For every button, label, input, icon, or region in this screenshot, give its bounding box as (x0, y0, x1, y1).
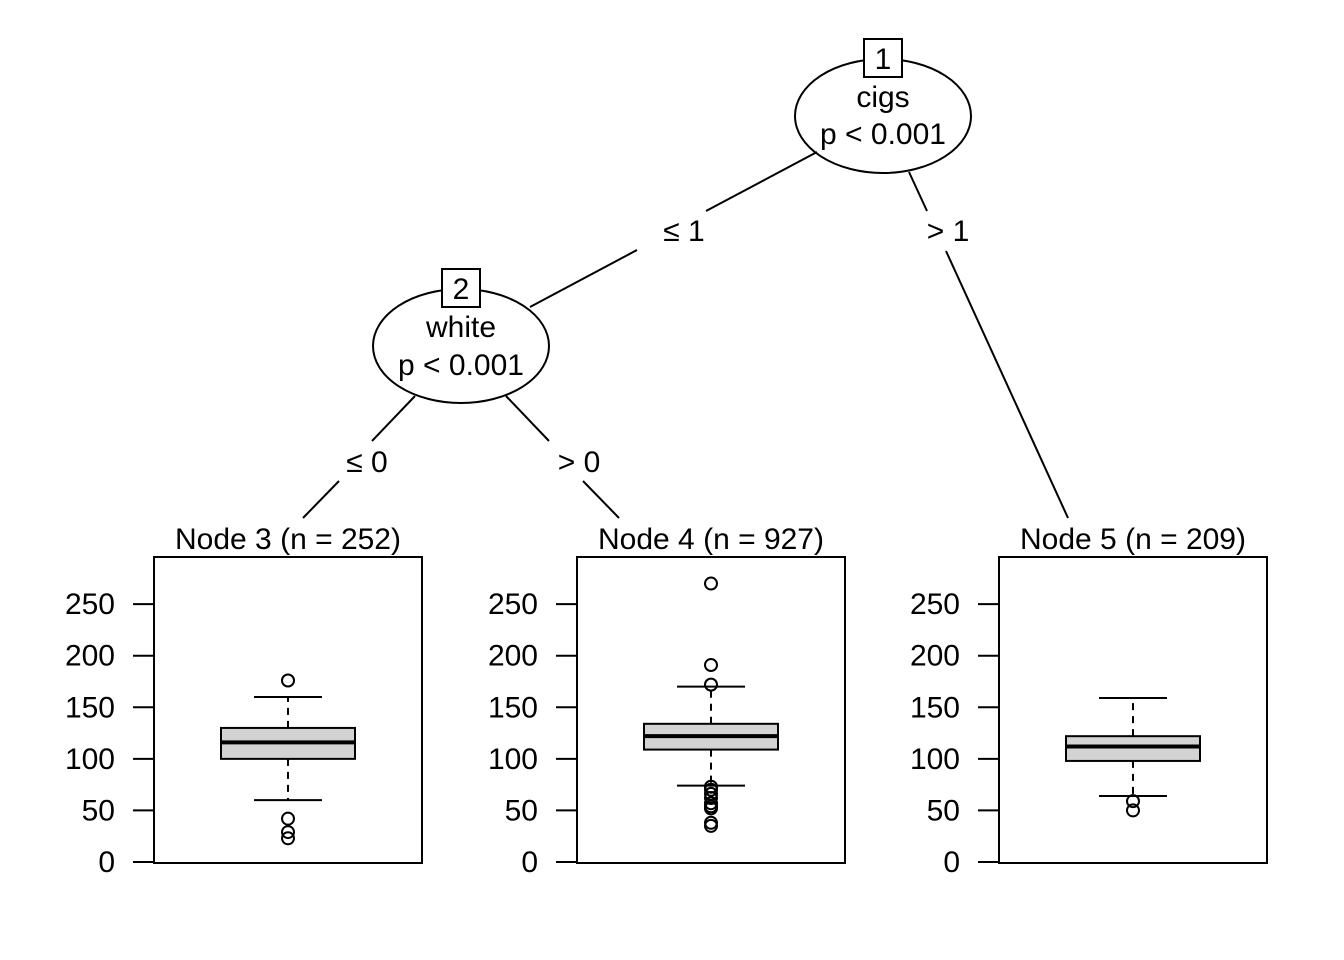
outlier-point (704, 801, 718, 816)
y-tick-label: 250 (910, 588, 960, 621)
panel-title: Node 4 (n = 927) (598, 523, 824, 556)
outlier-point (1126, 794, 1140, 809)
y-tick-label: 100 (910, 743, 960, 776)
panel-frame (998, 556, 1268, 864)
y-tick-label: 100 (488, 743, 538, 776)
outlier-point (704, 576, 718, 591)
edge-line-2-4a (505, 395, 550, 442)
outlier-point (704, 791, 718, 806)
y-tick-label: 0 (98, 846, 115, 879)
y-tick-label: 150 (488, 691, 538, 724)
inner-node-1: cigs p < 0.001 1 (794, 38, 972, 174)
node-p-value: p < 0.001 (820, 118, 946, 151)
edge-label-2-4: > 0 (558, 446, 601, 479)
y-tick-label: 50 (927, 794, 960, 827)
tree-edges (302, 151, 1069, 519)
node-p-value: p < 0.001 (398, 349, 524, 382)
terminal-node-4: Node 4 (n = 927) 0 50 100 150 200 250 (488, 523, 846, 879)
inner-node-2: white p < 0.001 2 (372, 268, 550, 404)
edge-line-2-4b (582, 480, 620, 519)
outlier-point (704, 677, 718, 692)
edge-line-1-5b (945, 250, 1069, 519)
edge-line-1-2a (705, 151, 818, 212)
edge-labels: ≤ 1 > 1 ≤ 0 > 0 (346, 215, 969, 479)
y-tick-label: 100 (65, 743, 115, 776)
outlier-point (704, 818, 718, 833)
edge-line-1-5a (908, 171, 928, 212)
y-tick-label: 200 (910, 640, 960, 673)
panel-frame (153, 556, 423, 864)
edge-line-2-3a (371, 395, 416, 442)
edge-label-2-3: ≤ 0 (346, 446, 387, 479)
node-id-label: 1 (875, 43, 892, 76)
node-id-box (441, 268, 481, 308)
y-tick-label: 250 (65, 588, 115, 621)
node-variable: white (425, 311, 496, 344)
terminal-node-3: Node 3 (n = 252) 0 50 100 150 200 250 (65, 523, 423, 879)
y-tick-label: 50 (82, 794, 115, 827)
y-tick-label: 200 (488, 640, 538, 673)
y-tick-label: 50 (505, 794, 538, 827)
outlier-point (281, 825, 295, 840)
node-id-label: 2 (453, 273, 470, 306)
panel-title: Node 5 (n = 209) (1020, 523, 1246, 556)
outlier-point (281, 831, 295, 846)
node-variable: cigs (856, 81, 909, 114)
panel-title: Node 3 (n = 252) (175, 523, 401, 556)
outlier-point (704, 782, 718, 797)
panel-frame (576, 556, 846, 864)
y-tick-label: 150 (65, 691, 115, 724)
edge-label-1-5: > 1 (927, 215, 970, 248)
outlier-point (281, 811, 295, 826)
y-tick-label: 150 (910, 691, 960, 724)
y-tick-label: 0 (943, 846, 960, 879)
node-id-box (863, 38, 903, 78)
y-tick-label: 200 (65, 640, 115, 673)
y-tick-label: 250 (488, 588, 538, 621)
terminal-node-5: Node 5 (n = 209) 0 50 100 150 200 250 (910, 523, 1268, 879)
box-iqr (1065, 735, 1201, 762)
outlier-point (281, 673, 295, 688)
outlier-point (704, 658, 718, 673)
edge-line-2-3b (302, 480, 340, 519)
outlier-point (1126, 803, 1140, 818)
y-tick-label: 0 (521, 846, 538, 879)
edge-label-1-2: ≤ 1 (663, 215, 704, 248)
edge-line-1-2b (529, 249, 638, 308)
